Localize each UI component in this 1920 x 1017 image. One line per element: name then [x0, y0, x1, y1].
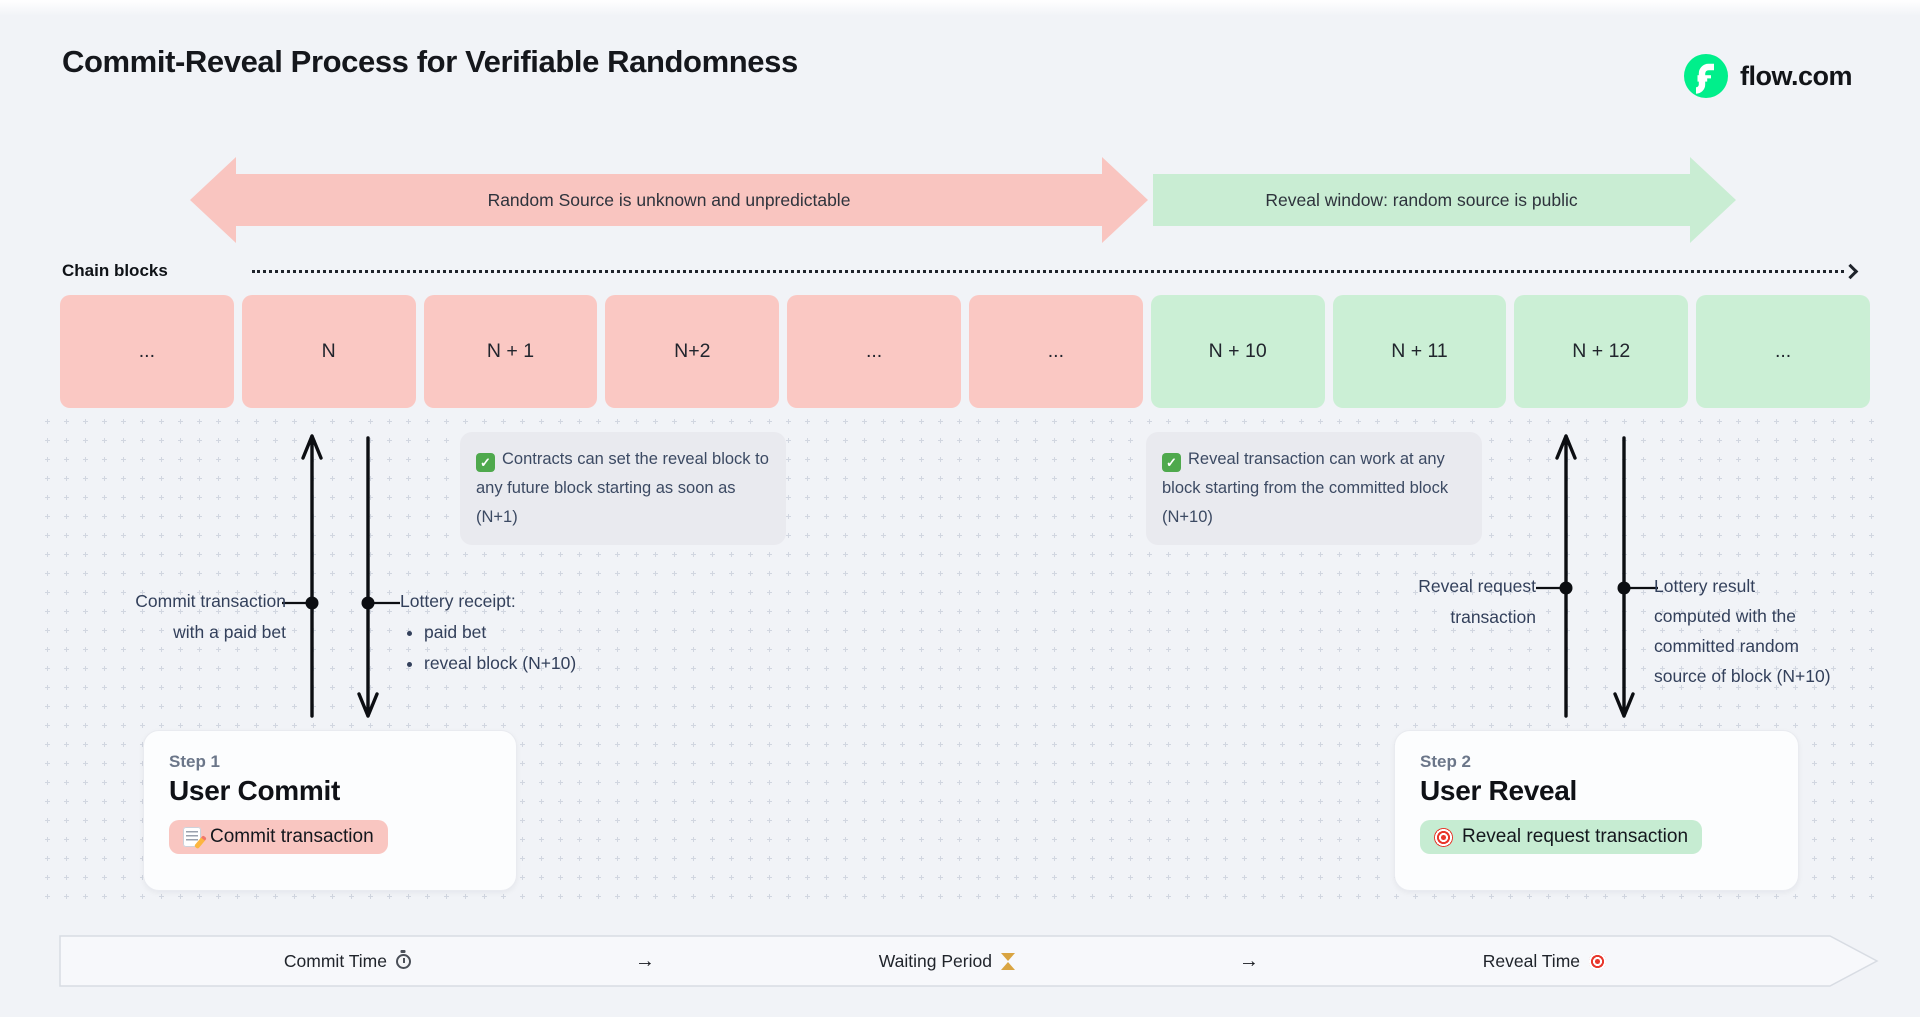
lottery-receipt-label: Lottery receipt: paid bet reveal block (… [400, 586, 660, 679]
result-connector-dot [1617, 581, 1631, 595]
brand-logo: flow.com [1684, 54, 1853, 98]
chain-block: ... [968, 295, 1143, 408]
chain-timeline-arrowhead-icon [1842, 263, 1859, 280]
check-icon [1162, 453, 1181, 472]
step-2-label: Step 2 [1420, 752, 1472, 771]
chain-block: ... [787, 295, 961, 408]
commit-callout: Contracts can set the reveal block to an… [460, 432, 786, 545]
timeline-item-reveal-time: Reveal Time [1483, 951, 1607, 972]
chain-blocks-label: Chain blocks [62, 261, 168, 280]
receipt-connector-dot [361, 596, 375, 610]
reveal-phase-arrow [1153, 157, 1736, 243]
timeline-arrow-icon: → [634, 949, 655, 972]
result-down-arrow [1613, 436, 1635, 718]
transaction-arrows [282, 434, 1658, 718]
phase-arrows [190, 157, 1736, 243]
receipt-bullet: paid bet [424, 617, 660, 648]
reveal-connector-dot [1559, 581, 1573, 595]
step-2-title: User Reveal [1420, 775, 1578, 806]
timeline-bar [59, 935, 1879, 987]
chain-block: ... [1696, 295, 1870, 408]
chain-block: N + 12 [1514, 295, 1689, 408]
hourglass-icon [1001, 953, 1015, 970]
commit-phase-label: Random Source is unknown and unpredictab… [487, 189, 851, 210]
chain-block: N + 10 [1150, 295, 1325, 408]
timeline-item-commit-time: Commit Time [284, 951, 411, 972]
chain-block: N+2 [605, 295, 780, 408]
commit-callout-text: Contracts can set the reveal block to an… [476, 450, 769, 526]
reveal-up-arrow [1555, 434, 1577, 718]
receipt-bullet: reveal block (N+10) [424, 648, 660, 679]
step-1-card: Step 1 User Commit Commit transaction [143, 730, 517, 891]
page-title: Commit-Reveal Process for Verifiable Ran… [62, 44, 798, 79]
chain-block: ... [60, 295, 234, 408]
timeline-item-waiting-period: Waiting Period [879, 951, 1015, 972]
flow-logo-icon [1684, 54, 1728, 98]
lottery-result-label: Lottery result computed with the committ… [1654, 576, 1831, 686]
check-icon [476, 453, 495, 472]
reveal-callout: Reveal transaction can work at any block… [1146, 432, 1482, 545]
chain-blocks-row: ... N N + 1 N+2 ... ... N + 10 N + 11 N … [60, 295, 1870, 408]
step-2-card: Step 2 User Reveal Reveal request transa… [1394, 730, 1799, 891]
receipt-down-arrow [357, 436, 379, 718]
chain-block: N + 1 [423, 295, 598, 408]
chain-block: N [241, 295, 416, 408]
top-fade [0, 0, 1920, 16]
commit-phase-arrow [190, 157, 1148, 243]
target-icon [1434, 827, 1453, 847]
chain-timeline-dotted-line [252, 270, 1844, 273]
step-1-title: User Commit [169, 775, 340, 806]
reveal-callout-text: Reveal transaction can work at any block… [1162, 450, 1449, 526]
reveal-phase-label: Reveal window: random source is public [1265, 189, 1578, 210]
step-1-label: Step 1 [169, 752, 221, 771]
commit-up-arrow [301, 434, 323, 718]
commit-transaction-label: Commit transaction with a paid bet [135, 591, 286, 642]
stopwatch-icon [395, 953, 411, 969]
commit-connector-dot [305, 596, 319, 610]
timeline-arrow-icon: → [1238, 949, 1259, 972]
lottery-receipt-title: Lottery receipt: [400, 591, 516, 611]
reveal-request-badge: Reveal request transaction [1420, 820, 1703, 854]
reveal-request-label: Reveal request transaction [1418, 576, 1536, 627]
target-icon [1589, 952, 1607, 970]
timeline-items: Commit Time → Waiting Period → Reveal Ti… [60, 936, 1830, 986]
brand-text: flow.com [1740, 60, 1853, 91]
lottery-receipt-list: paid bet reveal block (N+10) [400, 617, 660, 679]
chain-block: N + 11 [1332, 295, 1507, 408]
memo-icon [183, 827, 201, 847]
commit-transaction-badge: Commit transaction [169, 820, 388, 854]
